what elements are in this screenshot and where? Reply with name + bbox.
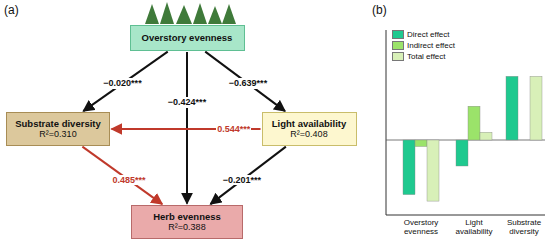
variable-name: Substrate diversity	[15, 118, 101, 129]
path-coefficient: −0.639***	[228, 78, 268, 88]
tree-icon	[145, 4, 159, 24]
legend-swatch	[392, 30, 404, 39]
path-arrow	[205, 52, 285, 112]
effect-bar	[415, 140, 427, 147]
variable-name: Overstory evenness	[142, 32, 233, 43]
effect-bar	[427, 140, 439, 201]
sem-variable-box: Overstory evenness	[130, 25, 245, 51]
panel-label: (b)	[372, 4, 387, 17]
tree-icon	[160, 2, 174, 24]
tree-icon	[222, 4, 236, 24]
effect-bar	[480, 132, 492, 140]
path-arrow	[82, 147, 162, 205]
legend-row: Indirect effect	[392, 41, 455, 50]
path-coefficient: −0.020***	[102, 78, 142, 88]
tree-icon	[193, 3, 207, 24]
r-squared: R²=0.388	[168, 222, 205, 233]
sem-variable-box: Light availabilityR²=0.408	[262, 112, 357, 146]
legend-swatch	[392, 52, 404, 61]
legend-row: Total effect	[392, 52, 446, 61]
effect-bar	[530, 76, 542, 140]
path-coefficient: −0.424***	[167, 97, 207, 107]
category-label: Light availability	[447, 219, 501, 237]
sem-variable-box: Herb evennessR²=0.388	[131, 205, 243, 239]
legend-swatch	[392, 41, 404, 50]
effect-bar	[403, 140, 415, 195]
effect-bar	[468, 106, 480, 140]
path-arrow	[186, 52, 188, 204]
panel-label: (a)	[4, 4, 19, 17]
r-squared: R²=0.408	[290, 129, 327, 140]
sem-variable-box: Substrate diversityR²=0.310	[6, 112, 110, 146]
category-label: Substrate diversity	[500, 219, 548, 237]
legend-row: Direct effect	[392, 30, 450, 39]
tree-icon	[176, 5, 192, 24]
tree-canopy	[145, 2, 236, 24]
bar-chart	[386, 30, 545, 215]
legend-text: Total effect	[407, 52, 446, 61]
variable-name: Herb evenness	[153, 211, 221, 222]
path-coefficient: −0.201***	[222, 175, 262, 185]
y-axis	[386, 30, 387, 215]
path-arrow	[83, 52, 167, 112]
category-label: Overstory evenness	[394, 219, 448, 237]
legend-text: Direct effect	[407, 30, 450, 39]
legend-text: Indirect effect	[407, 41, 455, 50]
effect-bar	[506, 76, 518, 140]
variable-name: Light availability	[272, 118, 346, 129]
tree-icon	[208, 6, 222, 24]
path-coefficient: 0.544***	[216, 124, 251, 134]
path-coefficient: 0.485***	[111, 175, 146, 185]
r-squared: R²=0.310	[39, 129, 76, 140]
path-arrow	[210, 147, 285, 204]
effect-bar	[456, 140, 468, 166]
x-axis	[386, 215, 545, 216]
